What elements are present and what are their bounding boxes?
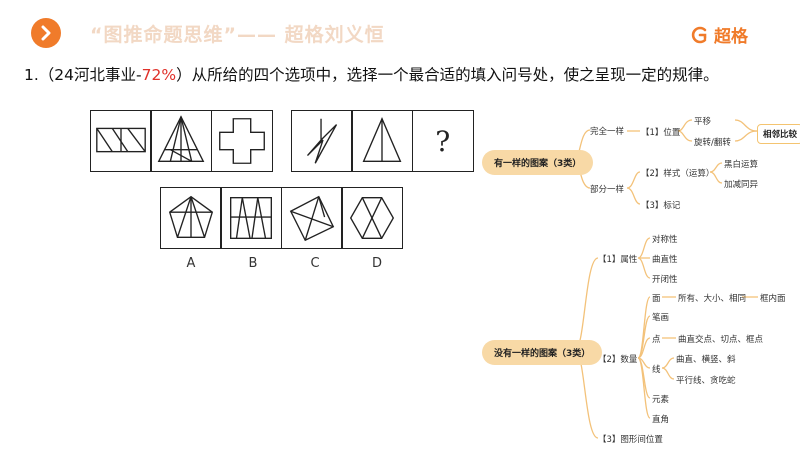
next-arrow-button[interactable] [31,18,61,48]
mindmap-right-angle[interactable]: 直角 [652,415,670,425]
option-d-label[interactable]: D [371,256,382,271]
mindmap-stroke[interactable]: 笔画 [652,313,670,323]
mindmap-face-detail[interactable]: 所有、大小、相同 [678,294,747,304]
mindmap-black-white-op[interactable]: 黑白运算 [724,160,759,170]
page-title: “图推命题思维”—— 超格刘义恒 [90,24,385,46]
mindmap-style-operation[interactable]: 【2】样式（运算） [641,169,715,179]
option-c-label[interactable]: C [310,256,320,271]
puzzle-figure-1 [90,110,152,172]
mindmap-line-direction[interactable]: 曲直、横竖、斜 [676,355,736,365]
mindmap-translate[interactable]: 平移 [694,117,712,127]
mindmap-curve-straight[interactable]: 曲直性 [652,255,678,265]
mindmap-point-detail[interactable]: 曲直交点、切点、框点 [678,335,764,345]
puzzle-figure-2 [150,110,213,172]
question-prefix: 1.（24河北事业- [24,66,142,84]
mindmap-attribute[interactable]: 【1】属性 [598,255,638,265]
option-b-figure[interactable] [220,187,283,249]
mindmap-adjacent-compare-tag[interactable]: 相邻比较 [757,124,800,144]
brand-name: 超格 [714,27,748,47]
puzzle-group-1 [90,110,273,172]
option-a-label[interactable]: A [186,256,196,271]
mindmap-open-closed[interactable]: 开闭性 [652,275,678,285]
puzzle-figure-5 [351,110,414,172]
mindmap-partial-same[interactable]: 部分一样 [590,185,625,195]
mindmap-element[interactable]: 元素 [652,395,670,405]
option-labels: A B C D [160,256,410,271]
mindmap-rotate-flip[interactable]: 旋转/翻转 [694,138,731,148]
option-b-label[interactable]: B [248,256,258,271]
brand: 超格 [690,22,748,47]
chevron-right-icon [41,25,51,41]
mindmap-position[interactable]: 【1】位置 [641,128,681,138]
mindmap-symmetry[interactable]: 对称性 [652,235,678,245]
option-d-figure[interactable] [341,187,404,249]
question-mark: ? [435,124,451,158]
accuracy-percent: 72% [141,66,177,84]
options-row [160,187,404,249]
mindmap-root-no-same-pattern[interactable]: 没有一样的图案（3类） [482,340,603,365]
question-suffix: ）从所给的四个选项中，选择一个最合适的填入问号处，使之呈现一定的规律。 [176,66,719,84]
puzzle-figure-4 [291,110,353,172]
header-bar [0,0,800,62]
mindmap-relative-position[interactable]: 【3】图形间位置 [598,435,663,445]
mindmap-count[interactable]: 【2】数量 [598,355,638,365]
mindmap-full-same[interactable]: 完全一样 [590,127,625,137]
option-a-figure[interactable] [160,187,222,249]
puzzle-figure-3 [210,110,273,172]
question-mark-cell: ? [411,110,474,172]
mindmap-face-inner[interactable]: 框内面 [760,294,786,304]
option-c-figure[interactable] [280,187,343,249]
mindmap-point[interactable]: 点 [652,335,661,345]
brand-logo-icon [691,26,707,43]
puzzle-group-2: ? [291,110,474,172]
mindmap-line[interactable]: 线 [652,365,661,375]
mindmap-face[interactable]: 面 [652,294,661,304]
mindmap-add-sub-op[interactable]: 加减同异 [724,180,759,190]
question-text: 1.（24河北事业-72%）从所给的四个选项中，选择一个最合适的填入问号处，使之… [24,63,719,85]
mindmap-root-same-pattern[interactable]: 有一样的图案（3类） [482,150,594,175]
mindmap-mark[interactable]: 【3】标记 [641,201,681,211]
mindmap-line-parallel[interactable]: 平行线、贪吃蛇 [676,376,736,386]
